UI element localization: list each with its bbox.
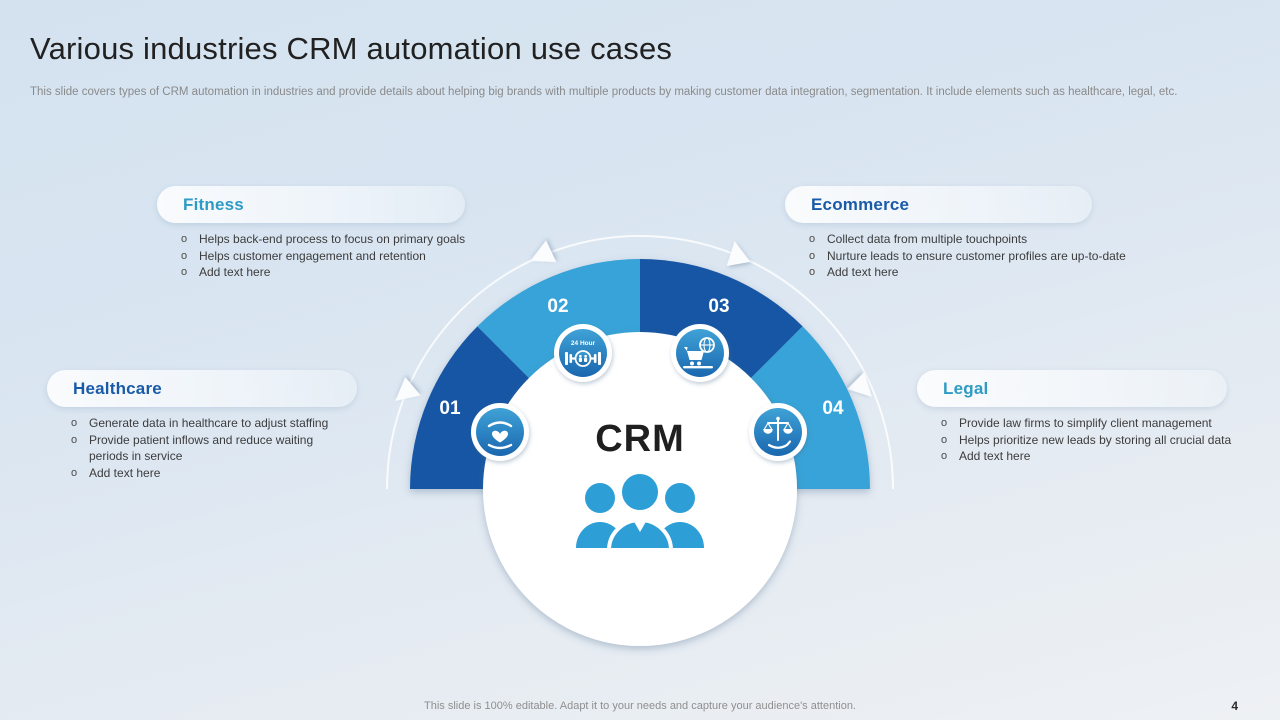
slide-description: This slide covers types of CRM automatio… xyxy=(30,86,1178,98)
bullet-marker: o xyxy=(809,266,816,278)
crm-center-label: CRM xyxy=(595,418,685,460)
bullet-marker: o xyxy=(181,233,188,245)
bullet-marker: o xyxy=(941,433,948,446)
ecommerce-header-pill: Ecommerce xyxy=(785,186,1092,223)
care-hands-heart-icon xyxy=(471,403,529,461)
bullet-marker: o xyxy=(71,417,78,429)
bullet-marker: o xyxy=(941,450,948,462)
segment-number-01: 01 xyxy=(439,398,461,419)
arc-arrow-segment-03 xyxy=(726,241,751,266)
segment-number-02: 02 xyxy=(547,296,568,317)
fitness-title: Fitness xyxy=(183,194,244,214)
fitness-header-pill: Fitness xyxy=(157,186,465,223)
footer-note: This slide is 100% editable. Adapt it to… xyxy=(424,700,856,712)
legal-title: Legal xyxy=(943,378,989,398)
team-people-icon xyxy=(576,470,704,552)
svg-text:24 Hour: 24 Hour xyxy=(571,340,596,347)
ecommerce-title: Ecommerce xyxy=(811,194,910,214)
bullet-marker: o xyxy=(809,249,816,262)
legal-header-pill: Legal xyxy=(917,370,1227,407)
segment-number-04: 04 xyxy=(822,398,844,419)
page-title: Various industries CRM automation use ca… xyxy=(30,31,673,66)
online-shopping-cart-icon xyxy=(671,324,729,382)
segment-number-03: 03 xyxy=(708,296,729,317)
bullet-marker: o xyxy=(71,466,78,479)
healthcare-header-pill: Healthcare xyxy=(47,370,357,407)
bullet-marker: o xyxy=(181,266,188,278)
bullet-marker: o xyxy=(809,233,816,245)
bullet-marker: o xyxy=(941,417,948,429)
arc-arrow-segment-01 xyxy=(395,377,421,401)
outer-guide-arc xyxy=(386,235,894,490)
arc-arrow-segment-04 xyxy=(847,372,872,397)
crm-semicircle-diagram: 01 02 03 04 CRM 24 Hour xyxy=(380,228,900,658)
dumbbell-24-hour-icon: 24 Hour xyxy=(554,324,612,382)
healthcare-title: Healthcare xyxy=(73,378,162,398)
bullet-marker: o xyxy=(181,249,188,262)
bullet-marker: o xyxy=(71,433,78,446)
arc-arrow-segment-02 xyxy=(530,240,557,263)
justice-scales-hand-icon xyxy=(749,403,807,461)
page-number: 4 xyxy=(1231,699,1238,713)
